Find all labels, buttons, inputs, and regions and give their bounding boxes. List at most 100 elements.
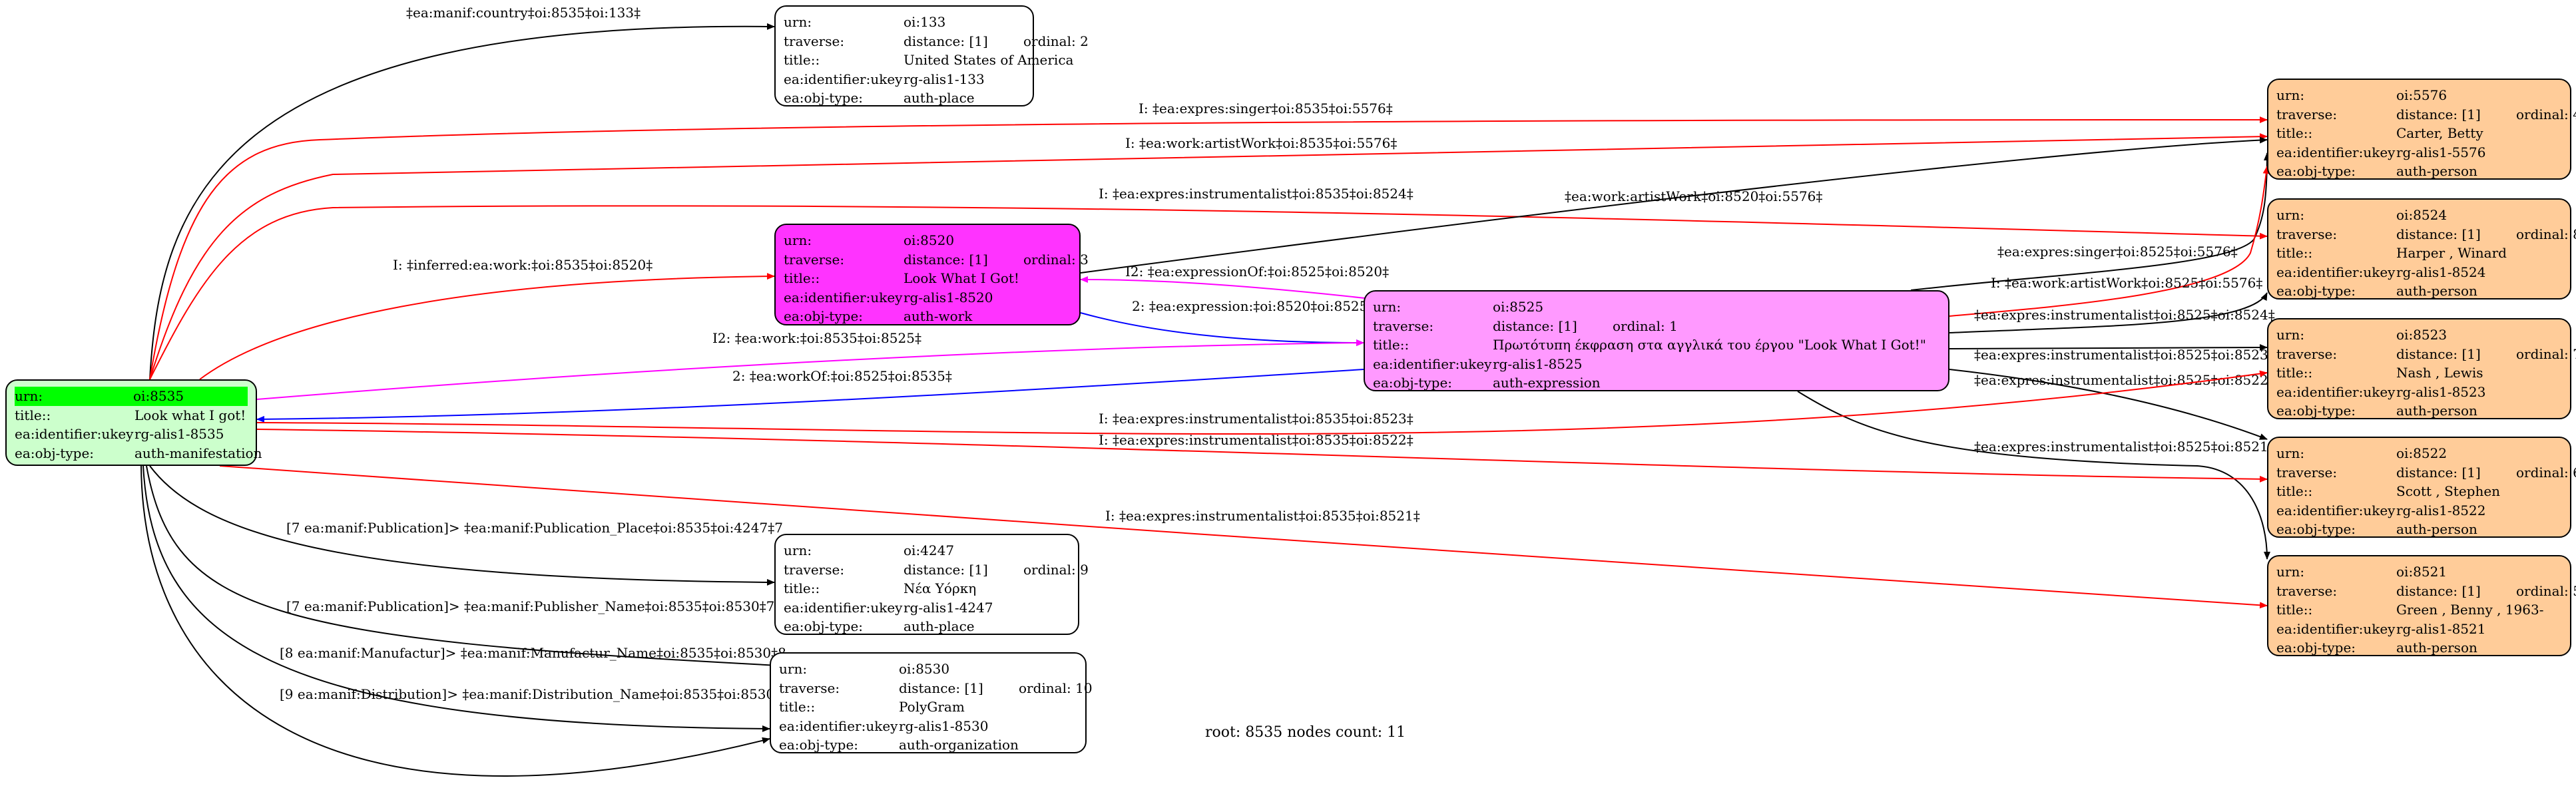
node-ordinal: ordinal: 7	[2516, 345, 2576, 362]
node-oi-8525[interactable]: urn: oi:8525 traverse:distance: [1]ordinal…	[1364, 290, 1949, 391]
edge-label: ‡ea:work:artistWork‡oi:8520‡oi:5576‡	[1565, 188, 1822, 204]
node-key: traverse:	[2276, 464, 2338, 481]
node-value: oi:8535	[133, 388, 184, 404]
node-row: ea:obj-type:auth-organization	[779, 735, 1077, 755]
node-row: urn:oi:8522	[2276, 444, 2562, 463]
node-value: rg-alis1-133	[903, 71, 985, 87]
node-key: ea:obj-type:	[1373, 375, 1453, 391]
edge-label: [8 ea:manif:Manufactur]> ‡ea:manif:Manuf…	[280, 645, 786, 661]
node-row: ea:obj-type: auth-person	[2276, 638, 2562, 658]
node-value: oi:8521	[2396, 564, 2447, 580]
node-row: ea:obj-type:auth-manifestation	[15, 444, 262, 463]
node-row: urn: oi:8521	[2276, 562, 2562, 582]
node-value: rg-alis1-8520	[903, 289, 993, 305]
node-value: auth-person	[2396, 283, 2477, 299]
node-key: urn:	[2276, 564, 2305, 580]
node-value: rg-alis1-8521	[2396, 620, 2486, 637]
node-row: urn:oi:8520	[784, 231, 1071, 250]
node-key: urn:	[784, 14, 812, 30]
node-row: ea:obj-type:auth-person	[2276, 520, 2562, 539]
edge-label: I: ‡ea:expres:instrumentalist‡oi:8535‡oi…	[1099, 432, 1414, 448]
node-key: traverse:	[2276, 226, 2338, 242]
node-row: traverse:distance: [1]ordinal: 6	[2276, 463, 2576, 483]
graph-footer: root: 8535 nodes count: 11	[1205, 724, 1406, 741]
node-key: ea:obj-type:	[15, 445, 95, 461]
node-value: rg-alis1-8525	[1493, 355, 1583, 372]
node-row: title::Look What I Got!	[784, 269, 1071, 288]
edge-label: 2: ‡ea:workOf:‡oi:8525‡oi:8535‡	[732, 368, 952, 384]
node-value: rg-alis1-4247	[903, 599, 993, 616]
node-row: ea:obj-type:auth-work	[784, 307, 1071, 326]
node-row: title::Look what I got!	[15, 406, 248, 425]
node-value: distance: [1]	[903, 251, 988, 268]
node-value: oi:133	[903, 14, 946, 30]
edge-i8535-8523	[256, 370, 2268, 435]
node-key: urn:	[2276, 207, 2305, 223]
edge-work8520-5576	[1080, 136, 2268, 274]
edge-singer8525	[1910, 152, 2270, 291]
edge-label: [7 ea:manif:Publication]> ‡ea:manif:Publ…	[286, 520, 783, 536]
node-ordinal: ordinal: 8	[2516, 226, 2576, 242]
node-value: rg-alis1-8522	[2396, 502, 2486, 518]
node-row: title::Πρωτότυπη έκφραση στα αγγλικά του…	[1373, 335, 1940, 355]
node-key: title::	[2276, 602, 2313, 618]
node-value: rg-alis1-8524	[2396, 264, 2486, 280]
node-row: title::Carter, Betty	[2276, 124, 2562, 143]
edge-label: I: ‡ea:expres:instrumentalist‡oi:8535‡oi…	[1105, 508, 1420, 524]
edge-expression	[1080, 312, 1364, 346]
edge-label: I: ‡ea:expres:singer‡oi:8535‡oi:5576‡	[1139, 100, 1393, 116]
node-key: title::	[2276, 365, 2313, 381]
edge-i8525-8521	[1797, 391, 2270, 560]
node-key: ea:obj-type:	[784, 308, 864, 324]
node-value: auth-person	[2396, 521, 2477, 537]
edge-label: 2: ‡ea:expression:‡oi:8520‡oi:8525‡	[1132, 298, 1374, 314]
node-key: urn:	[784, 542, 812, 558]
node-key: ea:obj-type:	[2276, 640, 2356, 656]
node-key: urn:	[2276, 87, 2305, 103]
node-row: traverse:distance: [1]ordinal: 1	[1373, 317, 1940, 336]
node-value: Look What I Got!	[903, 270, 1019, 286]
node-key: title::	[1373, 337, 1410, 353]
node-value: United States of America	[903, 52, 1074, 68]
node-row: ea:obj-type:auth-person	[2276, 162, 2562, 181]
node-row: traverse:distance: [1]ordinal: 3	[784, 250, 1089, 270]
node-key: traverse:	[2276, 582, 2338, 599]
edge-manufactur	[142, 465, 770, 732]
edge-label: [7 ea:manif:Publication]> ‡ea:manif:Publ…	[286, 598, 774, 614]
edge-label: ‡ea:manif:country‡oi:8535‡oi:133‡	[406, 5, 641, 21]
node-value: oi:8525	[1493, 299, 1544, 315]
node-key: title::	[2276, 245, 2313, 261]
edge-i8525-8522	[1949, 369, 2268, 440]
node-key: ea:obj-type:	[2276, 283, 2356, 299]
node-value: Νέα Υόρκη	[903, 580, 977, 596]
node-value: auth-person	[2396, 640, 2477, 656]
node-key: title::	[784, 270, 820, 286]
edge-publisher	[146, 465, 780, 669]
node-value: oi:8520	[903, 232, 955, 248]
node-value: distance: [1]	[2396, 106, 2481, 122]
node-row: ea:obj-type: auth-person	[2276, 282, 2562, 301]
edge-label: I: ‡inferred:ea:work:‡oi:8535‡oi:8520‡	[393, 257, 652, 273]
node-value: Scott , Stephen	[2396, 483, 2501, 499]
node-value: oi:8524	[2396, 207, 2447, 223]
node-key: ea:obj-type:	[2276, 403, 2356, 419]
node-key: urn:	[1373, 299, 1402, 315]
